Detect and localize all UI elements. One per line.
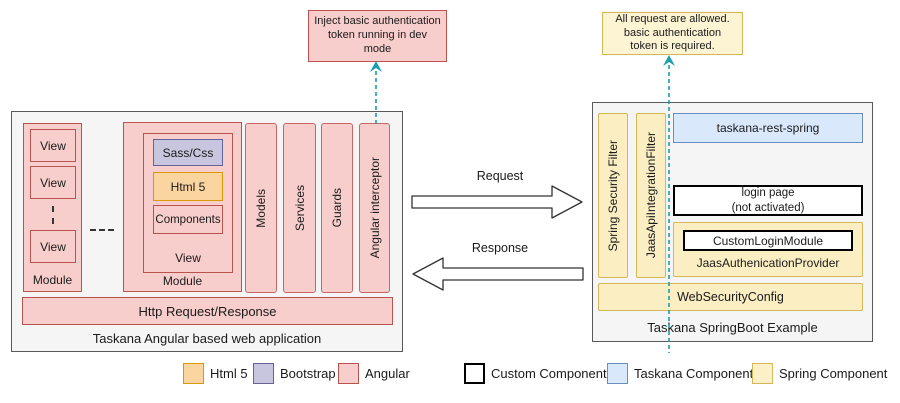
vertical-ellipsis-icon [52, 206, 54, 224]
services-label: Services [292, 184, 307, 231]
legend-label: Spring Component [779, 365, 888, 381]
legend-label: Bootstrap [280, 365, 336, 381]
legend-label: Taskana Component [634, 365, 754, 381]
legend-item-taskana-component: Taskana Component [607, 361, 753, 385]
legend-item-html5: Html 5 [183, 361, 248, 385]
dev-mode-note: Inject basic authentication token runnin… [308, 10, 447, 62]
guards-label: Guards [330, 188, 344, 228]
services-bar: Services [283, 123, 316, 293]
spring-component-swatch-icon [752, 362, 773, 384]
view-box: View [30, 166, 76, 199]
custom-login-module-box: CustomLoginModule [683, 230, 853, 251]
spring-security-filter-label: Spring Security Filter [606, 139, 620, 252]
legend-label: Angular [365, 365, 410, 381]
jaas-api-integration-filter-bar: JaasApiIntegrationFilter [636, 113, 666, 278]
login-page-box: login page (not activated) [673, 185, 863, 216]
legend-item-spring-component: Spring Component [752, 361, 887, 385]
angular-interceptor-bar: Angular interceptor [359, 123, 390, 293]
legend-item-angular: Angular [338, 361, 410, 385]
request-arrow-icon [411, 185, 583, 219]
jaas-authentication-provider-label: JaasAuthenicationProvider [696, 256, 840, 270]
legend-label: Html 5 [210, 365, 248, 381]
module-1-label: Module [32, 273, 73, 287]
angular-swatch-icon [338, 362, 359, 384]
springboot-title: Taskana SpringBoot Example [647, 319, 818, 335]
components-box: Components [153, 205, 223, 234]
taskana-rest-spring-box: taskana-rest-spring [673, 113, 863, 143]
html5-swatch-icon [183, 362, 204, 384]
angular-app-title: Taskana Angular based web application [92, 330, 322, 346]
jaas-api-integration-filter-label: JaasApiIntegrationFilter [644, 132, 658, 259]
sass-css-box: Sass/Css [153, 139, 223, 166]
module-2-label: Module [162, 274, 203, 288]
request-label: Request [476, 169, 524, 183]
dashed-connector-right-icon [663, 55, 675, 353]
models-label: Models [254, 188, 268, 228]
http-request-response-bar: Http Request/Response [22, 297, 393, 325]
horizontal-ellipsis-icon [90, 229, 114, 231]
auth-required-note: All request are allowed. basic authentic… [602, 12, 743, 55]
models-bar: Models [245, 123, 277, 293]
bootstrap-swatch-icon [253, 362, 274, 384]
web-security-config-bar: WebSecurityConfig [598, 283, 863, 311]
taskana-component-swatch-icon [607, 362, 628, 384]
angular-interceptor-label: Angular interceptor [367, 157, 382, 259]
legend-label: Custom Component [491, 365, 607, 381]
response-label: Response [471, 241, 529, 255]
html5-box: Html 5 [153, 172, 223, 201]
response-arrow-icon [412, 257, 584, 291]
module-2-view-label: View [175, 251, 201, 265]
dashed-connector-left-icon [370, 61, 382, 125]
view-box: View [30, 230, 76, 263]
view-box: View [30, 129, 76, 162]
custom-component-swatch-icon [464, 362, 485, 384]
spring-security-filter-bar: Spring Security Filter [598, 113, 628, 278]
legend-item-bootstrap: Bootstrap [253, 361, 336, 385]
legend-item-custom-component: Custom Component [464, 361, 607, 385]
guards-bar: Guards [321, 123, 353, 293]
